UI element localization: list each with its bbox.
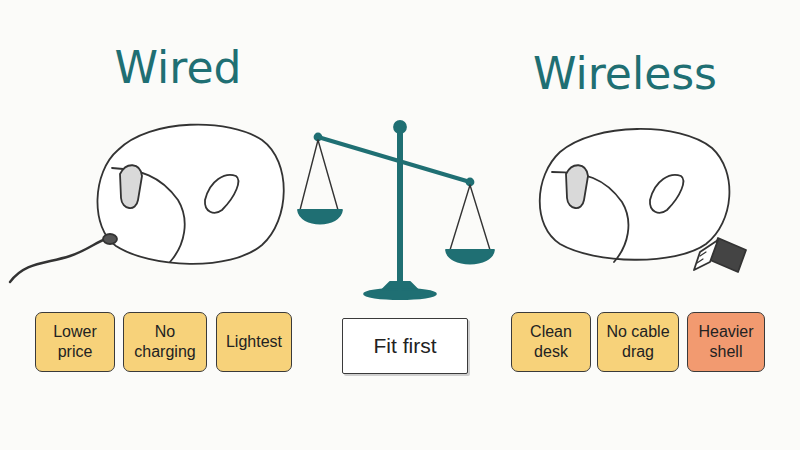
tag-text: Lower price (40, 322, 110, 362)
balance-scale (298, 121, 494, 299)
mouse-seam (552, 172, 628, 262)
sticky-note: Fit first (342, 318, 468, 374)
mouse-cable (10, 238, 108, 282)
con-tag: Heavier shell (687, 312, 765, 372)
pro-tag: Lower price (35, 312, 115, 372)
column-heading: Wireless (533, 48, 717, 99)
wireless-mouse (540, 129, 730, 260)
cable-plug (103, 234, 117, 244)
tag-text: No charging (128, 322, 202, 362)
wired-mouse (97, 125, 283, 264)
side-button (205, 175, 238, 213)
tag-text: Fit first (374, 333, 437, 359)
side-button (650, 175, 683, 213)
scroll-wheel (120, 165, 142, 208)
pro-tag: Clean desk (511, 312, 591, 372)
tag-text: Heavier shell (692, 322, 760, 362)
usb-dongle (694, 238, 746, 272)
pro-tag: No charging (123, 312, 207, 372)
column-heading: Wired (115, 42, 242, 93)
pro-tag: Lightest (216, 312, 292, 372)
tag-text: No cable drag (602, 322, 674, 362)
pro-tag: No cable drag (597, 312, 679, 372)
tag-text: Clean desk (516, 322, 586, 362)
tag-text: Lightest (226, 332, 282, 352)
scroll-wheel (566, 165, 588, 208)
